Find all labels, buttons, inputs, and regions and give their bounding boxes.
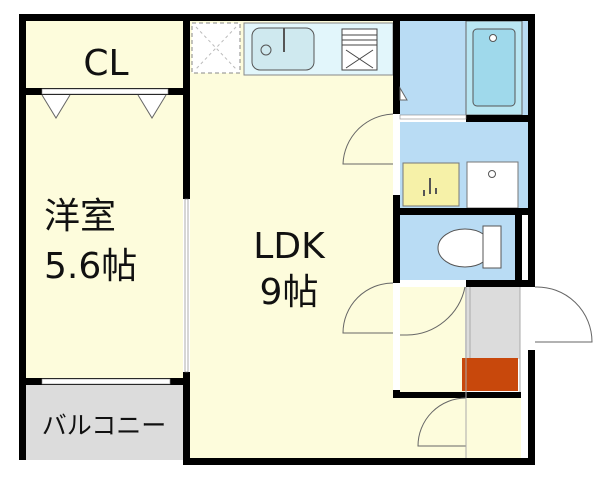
western-room-area [26,95,183,378]
hall-area [393,392,521,458]
toilet-icon [437,225,502,269]
stove-icon [341,28,378,71]
closet-label: CL [83,43,128,84]
balcony-area [26,385,183,460]
western-room-size: 5.6帖 [44,246,137,287]
kitchen-counter [191,22,394,76]
ldk-area [190,21,393,458]
western-room-name: 洋室 [44,196,116,237]
balcony-label: バルコニー [42,411,167,440]
shoe-cabinet [462,358,518,391]
ldk-name: LDK [253,226,326,267]
ldk-size: 9帖 [260,272,319,313]
entrance-hall-area [400,287,465,392]
genkan-area [465,287,520,359]
door-swings [342,113,593,458]
closet-area [26,21,183,88]
